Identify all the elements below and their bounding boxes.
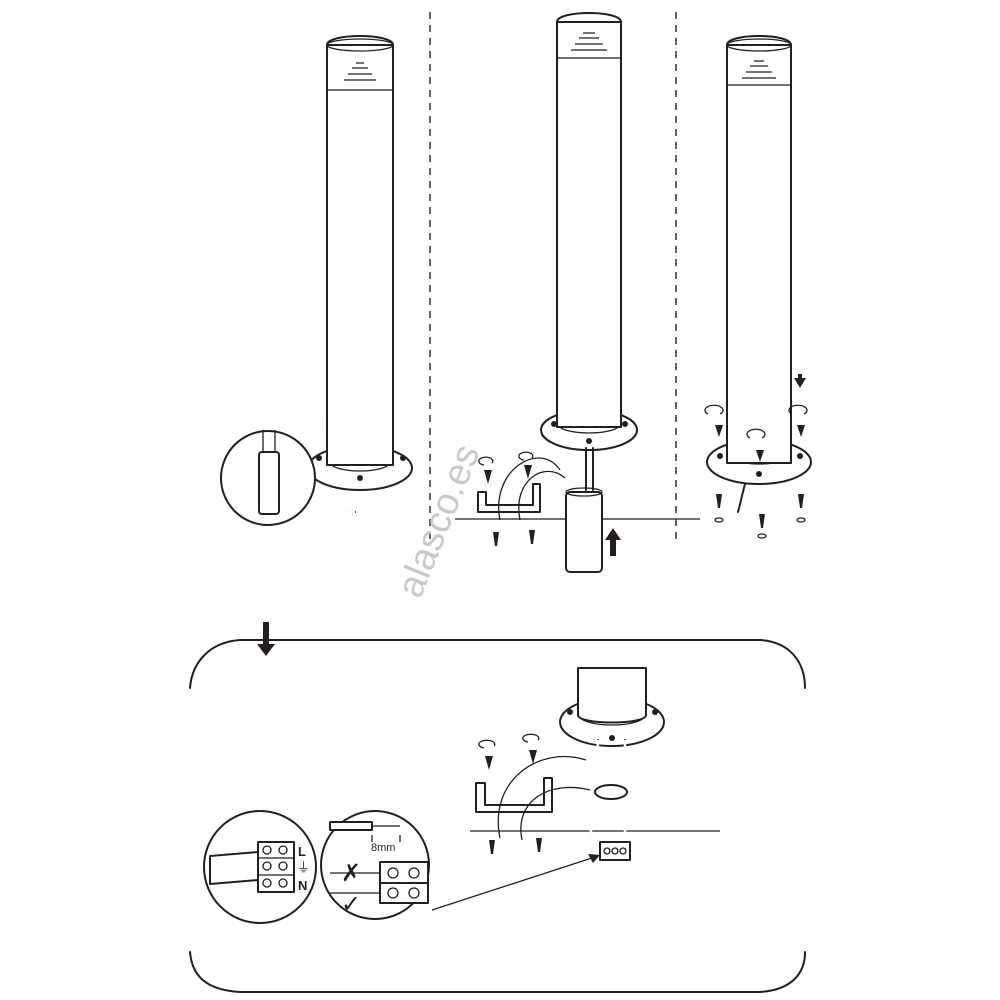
- terminal-label-n: N: [298, 878, 307, 893]
- rotate-arrow-icon: [704, 404, 808, 439]
- strip-length-zoom-circle: 8mm ✗ ✓: [320, 810, 430, 920]
- step-1-bollard: [220, 35, 413, 526]
- right-mark: ✓: [341, 891, 361, 918]
- wrong-mark: ✗: [341, 860, 361, 887]
- up-arrow-icon: [605, 528, 621, 556]
- wall-plug-icon: [493, 530, 535, 546]
- strip-length-label: 8mm: [371, 842, 395, 854]
- step-separators: [429, 12, 677, 545]
- down-arrow-icon: [794, 374, 806, 388]
- detail-panel: L ⏚ N 8mm ✗ ✓: [189, 622, 806, 993]
- terminal-label-earth: ⏚: [297, 860, 310, 875]
- screw-icon: [478, 451, 534, 484]
- step-2-bollard: [455, 12, 700, 573]
- terminal-label-l: L: [298, 844, 306, 859]
- step-3-bollard: [704, 35, 812, 539]
- terminal-zoom-circle: L ⏚ N: [203, 810, 317, 924]
